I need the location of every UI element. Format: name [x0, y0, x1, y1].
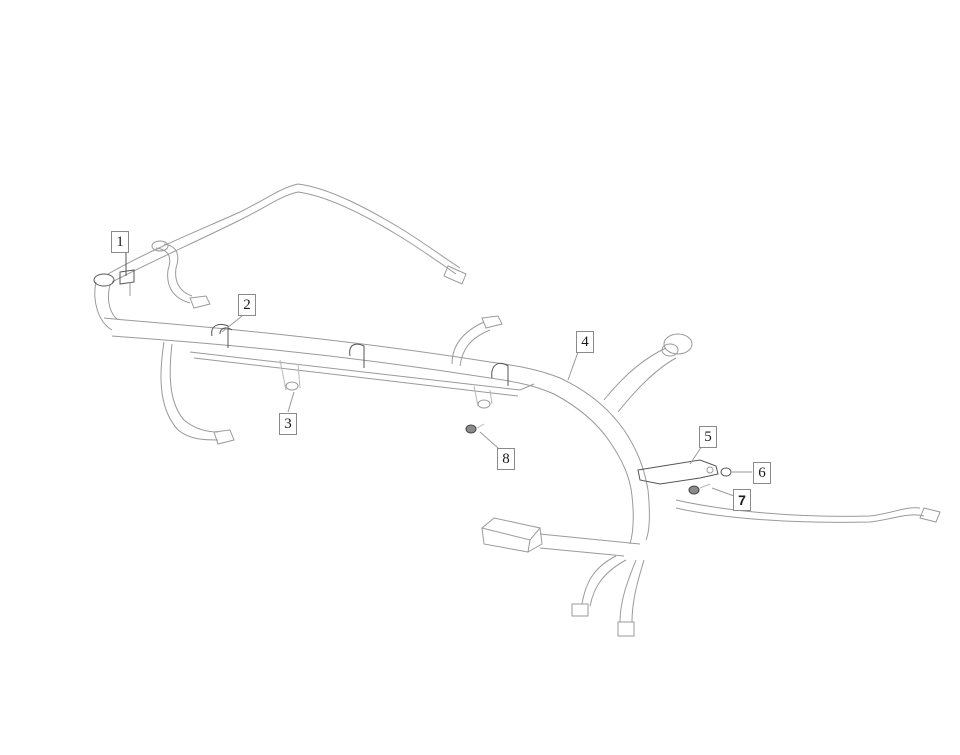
lower-drop-wires — [571, 555, 645, 637]
lower-right-wire — [675, 499, 941, 523]
box-connector — [480, 517, 641, 557]
fasteners — [465, 423, 732, 495]
upper-branch-wire — [107, 183, 467, 285]
callout-1: 1 — [111, 231, 129, 253]
ground-bracket — [637, 459, 719, 485]
callout-4: 4 — [576, 331, 594, 353]
upper-drop-wire — [151, 240, 211, 309]
mounting-rail — [189, 351, 535, 409]
left-end-loop — [93, 269, 135, 331]
leader-lines — [125, 252, 752, 497]
callout-3: 3 — [279, 413, 297, 435]
down-left-wire — [160, 341, 235, 445]
main-trunk — [103, 317, 650, 545]
callout-2: 2 — [238, 294, 256, 316]
clamps — [211, 323, 509, 386]
callout-6: 6 — [753, 462, 771, 484]
callout-5: 5 — [699, 426, 717, 448]
callout-8: 8 — [497, 448, 515, 470]
right-boot-wire — [603, 333, 693, 413]
mid-upper-wire — [451, 315, 503, 367]
callout-7: 7 — [733, 489, 751, 511]
